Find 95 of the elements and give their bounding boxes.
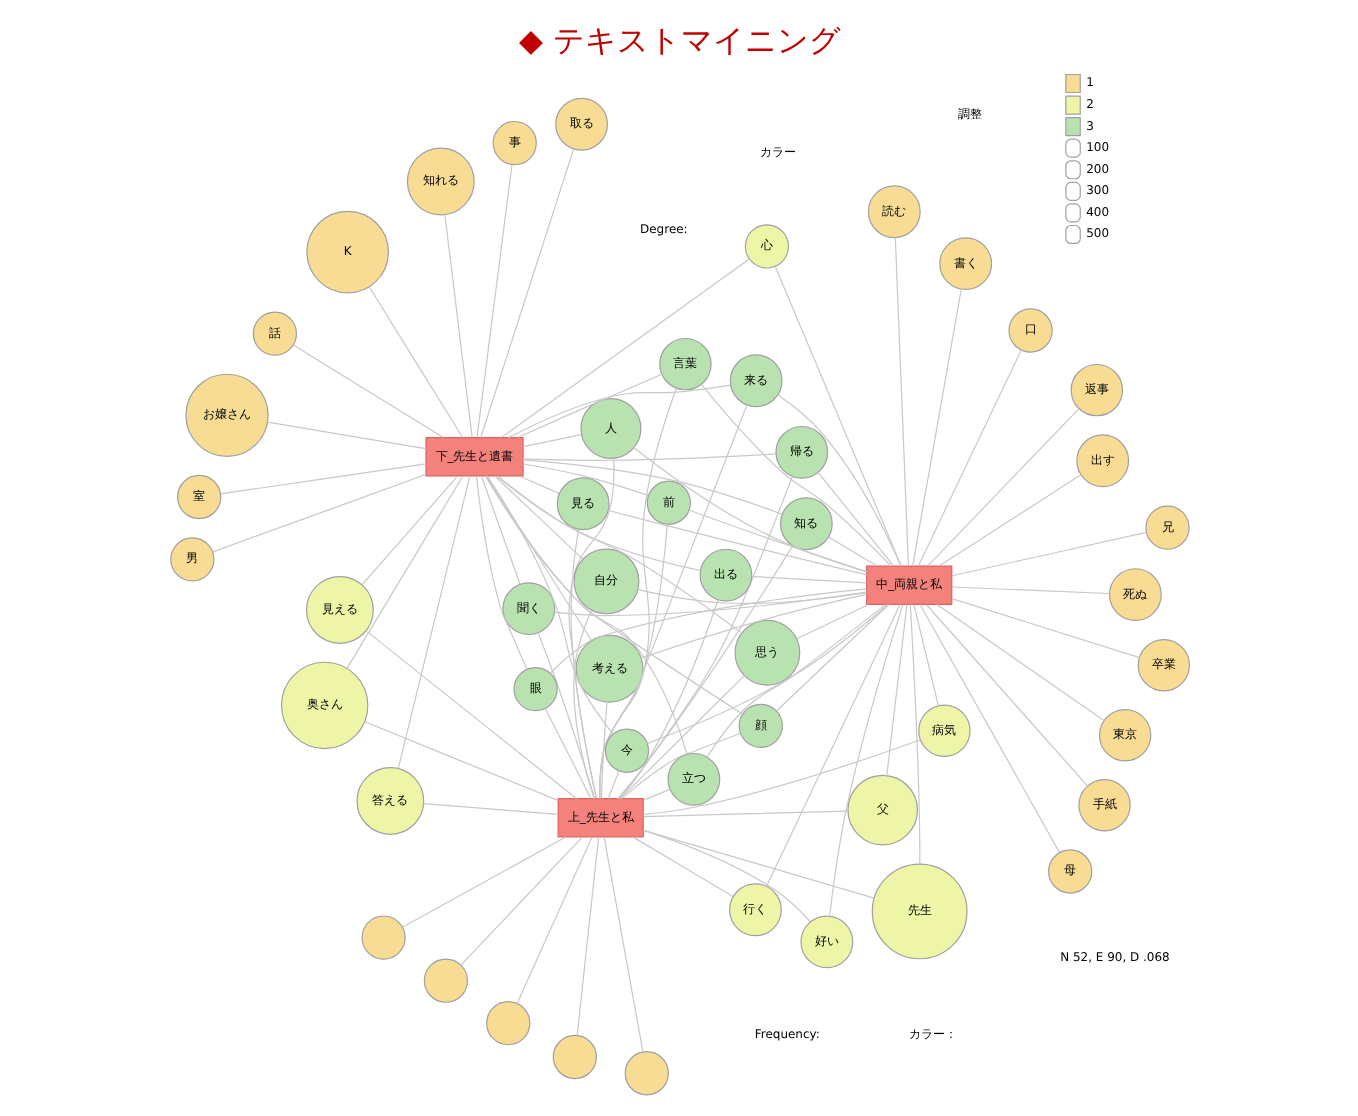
connector (479, 148, 574, 439)
connector (641, 829, 810, 923)
connector (443, 213, 472, 439)
connector (484, 475, 687, 755)
connector (567, 457, 614, 799)
connector (507, 384, 730, 439)
connector (536, 632, 595, 800)
node-circle (360, 915, 405, 960)
connector (548, 588, 866, 674)
connector (553, 591, 866, 617)
connector (916, 349, 1021, 567)
connector (479, 475, 520, 585)
connector (632, 447, 867, 573)
connector (499, 258, 749, 438)
connector (645, 603, 888, 744)
connector (639, 593, 867, 659)
connector (618, 599, 718, 799)
diagram-title: ◆ テキストマイニング (518, 22, 840, 59)
connector (750, 575, 866, 584)
connector (641, 788, 670, 801)
connector (363, 721, 558, 801)
node-circle (422, 958, 468, 1003)
connector (219, 463, 426, 495)
connector (493, 475, 583, 560)
connector (364, 630, 577, 800)
connector (705, 604, 885, 758)
connector (911, 288, 961, 567)
connector (521, 434, 581, 448)
connector (521, 463, 648, 497)
connector (950, 586, 1109, 595)
connector (396, 475, 470, 769)
connector (641, 739, 920, 816)
connector (918, 603, 1060, 853)
connector (773, 266, 901, 567)
connector (598, 523, 667, 799)
connector (521, 453, 776, 461)
connector (496, 475, 741, 634)
connector (569, 529, 596, 799)
connector (345, 475, 463, 669)
connector (291, 344, 443, 439)
connector (543, 707, 591, 799)
connector (599, 701, 607, 800)
connector (485, 475, 592, 642)
connector (484, 475, 743, 715)
connector (211, 473, 426, 553)
connector (607, 509, 867, 576)
connector (517, 475, 559, 494)
connector (606, 770, 619, 800)
connector (602, 836, 643, 1053)
connector (908, 603, 920, 865)
connector (459, 836, 582, 966)
connector (699, 383, 891, 567)
connector (795, 604, 869, 640)
connector (636, 589, 866, 604)
connector (266, 421, 426, 450)
connector (935, 603, 1104, 722)
connector (950, 598, 1140, 659)
connector (572, 609, 594, 799)
connector (816, 472, 893, 567)
connector (924, 604, 1088, 787)
connector (598, 404, 747, 799)
connector (616, 545, 793, 800)
connector (515, 836, 592, 1005)
connector (631, 836, 733, 897)
connector (367, 286, 463, 439)
connector (775, 603, 889, 712)
connector (401, 836, 566, 928)
connector (575, 836, 599, 1037)
connector (827, 536, 877, 567)
connector (618, 674, 744, 800)
connector (937, 474, 1081, 567)
connector (421, 803, 558, 816)
connector (912, 603, 938, 707)
connector (598, 387, 676, 799)
connector (521, 459, 782, 515)
connector (828, 604, 903, 917)
connector (360, 475, 458, 586)
connector (776, 394, 901, 567)
connector (765, 603, 900, 887)
connector (641, 810, 848, 818)
connector (885, 604, 907, 777)
connector (495, 475, 700, 571)
node-circle (551, 1034, 596, 1080)
node-circle (623, 1051, 668, 1096)
connector (950, 531, 1147, 577)
connector (620, 732, 740, 800)
connector (474, 475, 527, 670)
connector (516, 373, 662, 439)
connector (617, 476, 792, 799)
node-circle (485, 1001, 530, 1046)
connector (926, 408, 1079, 567)
connector (485, 475, 613, 735)
connector (687, 509, 867, 573)
connector (475, 164, 512, 438)
connector (893, 237, 909, 567)
